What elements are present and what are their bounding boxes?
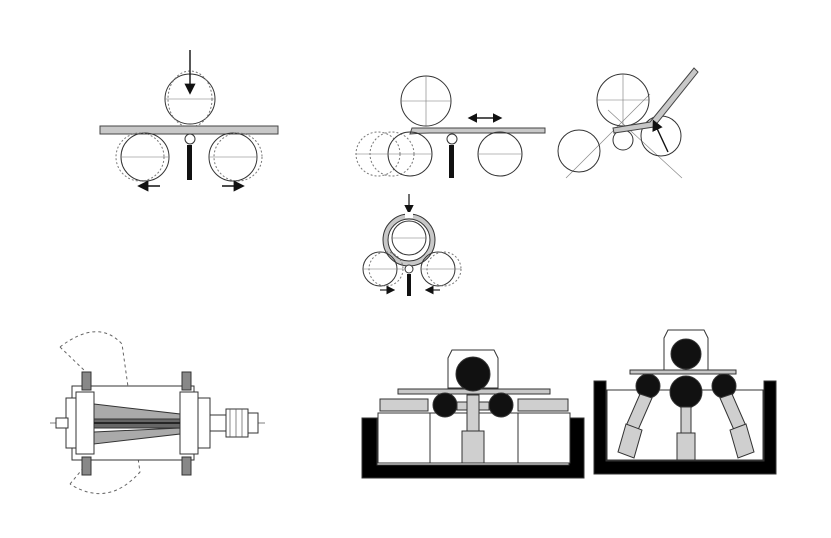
top-roll [670, 338, 702, 370]
left-housing [377, 412, 431, 464]
arc-dashed [59, 331, 141, 495]
right-cylinder [729, 423, 755, 459]
panel-hydraulic-three-roll-machine [361, 349, 585, 479]
crowned-roll-bottom [93, 427, 181, 445]
top-roll [455, 356, 491, 392]
plate [629, 369, 737, 375]
plate [409, 127, 546, 135]
left-roll [432, 392, 458, 418]
panel-cylinder-rolling [362, 194, 462, 296]
hydraulic-cylinder [676, 432, 696, 461]
middle-roll [669, 375, 703, 409]
center-pin [184, 133, 196, 145]
panel-crowned-roll-assembly [50, 331, 265, 495]
panel-pinch-four-roll [99, 50, 279, 192]
bent-plate [612, 67, 699, 134]
base-frame [593, 380, 777, 475]
right-arm [517, 398, 569, 412]
left-arm [379, 398, 429, 412]
right-housing [517, 412, 571, 464]
panel-asymmetric-three-roll [355, 75, 546, 178]
left-roll [557, 129, 601, 173]
right-roll [488, 392, 514, 418]
panel-plate-end-prebending [557, 67, 699, 179]
left-cylinder [617, 423, 643, 459]
force-arrow [652, 119, 669, 153]
center-ram [680, 406, 692, 434]
plate [99, 125, 279, 135]
center-ram [466, 394, 480, 432]
hydraulic-cylinder [461, 430, 485, 464]
panel-hydraulic-four-roll-machine [593, 329, 777, 475]
